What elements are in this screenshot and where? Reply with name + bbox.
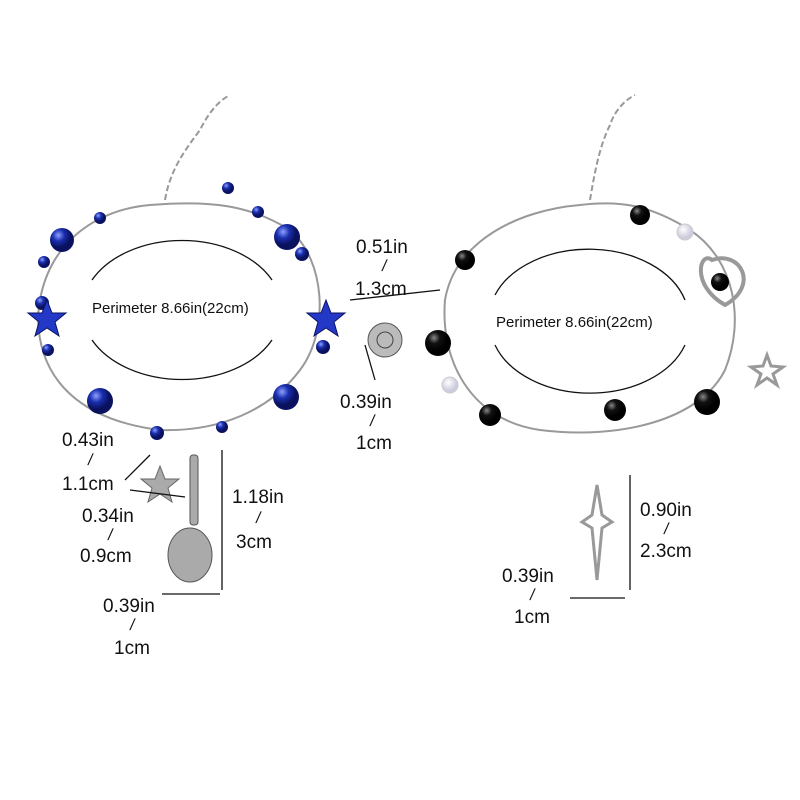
- spiral-width-in: 0.51in: [356, 237, 408, 258]
- right-beads: [367, 205, 788, 581]
- spiral-width-cm: 1.3cm: [355, 279, 407, 300]
- right-bracelet: [443, 94, 736, 434]
- pendant-width-cm: 1cm: [514, 607, 550, 628]
- star-width-in: 0.34in: [82, 506, 134, 527]
- pendant-length-in: 0.90in: [640, 500, 692, 521]
- guitar-length-cm: 3cm: [236, 532, 272, 553]
- guitar-length-in: 1.18in: [232, 487, 284, 508]
- spiral-height-in: 0.39in: [340, 392, 392, 413]
- left-perimeter-label: Perimeter 8.66in(22cm): [92, 300, 249, 317]
- guitar-width-cm: 1cm: [114, 638, 150, 659]
- star-width-cm: 0.9cm: [80, 546, 132, 567]
- spiral-height-cm: 1cm: [356, 433, 392, 454]
- left-beads: [26, 182, 347, 583]
- pendant-length-cm: 2.3cm: [640, 541, 692, 562]
- guitar-width-in: 0.39in: [103, 596, 155, 617]
- dimension-arrows: [91, 239, 686, 599]
- star-charm-in: 0.43in: [62, 430, 114, 451]
- right-perimeter-label: Perimeter 8.66in(22cm): [496, 314, 653, 331]
- guitar-charm: [167, 454, 213, 583]
- pendant-width-in: 0.39in: [502, 566, 554, 587]
- star-charm-cm: 1.1cm: [62, 474, 114, 495]
